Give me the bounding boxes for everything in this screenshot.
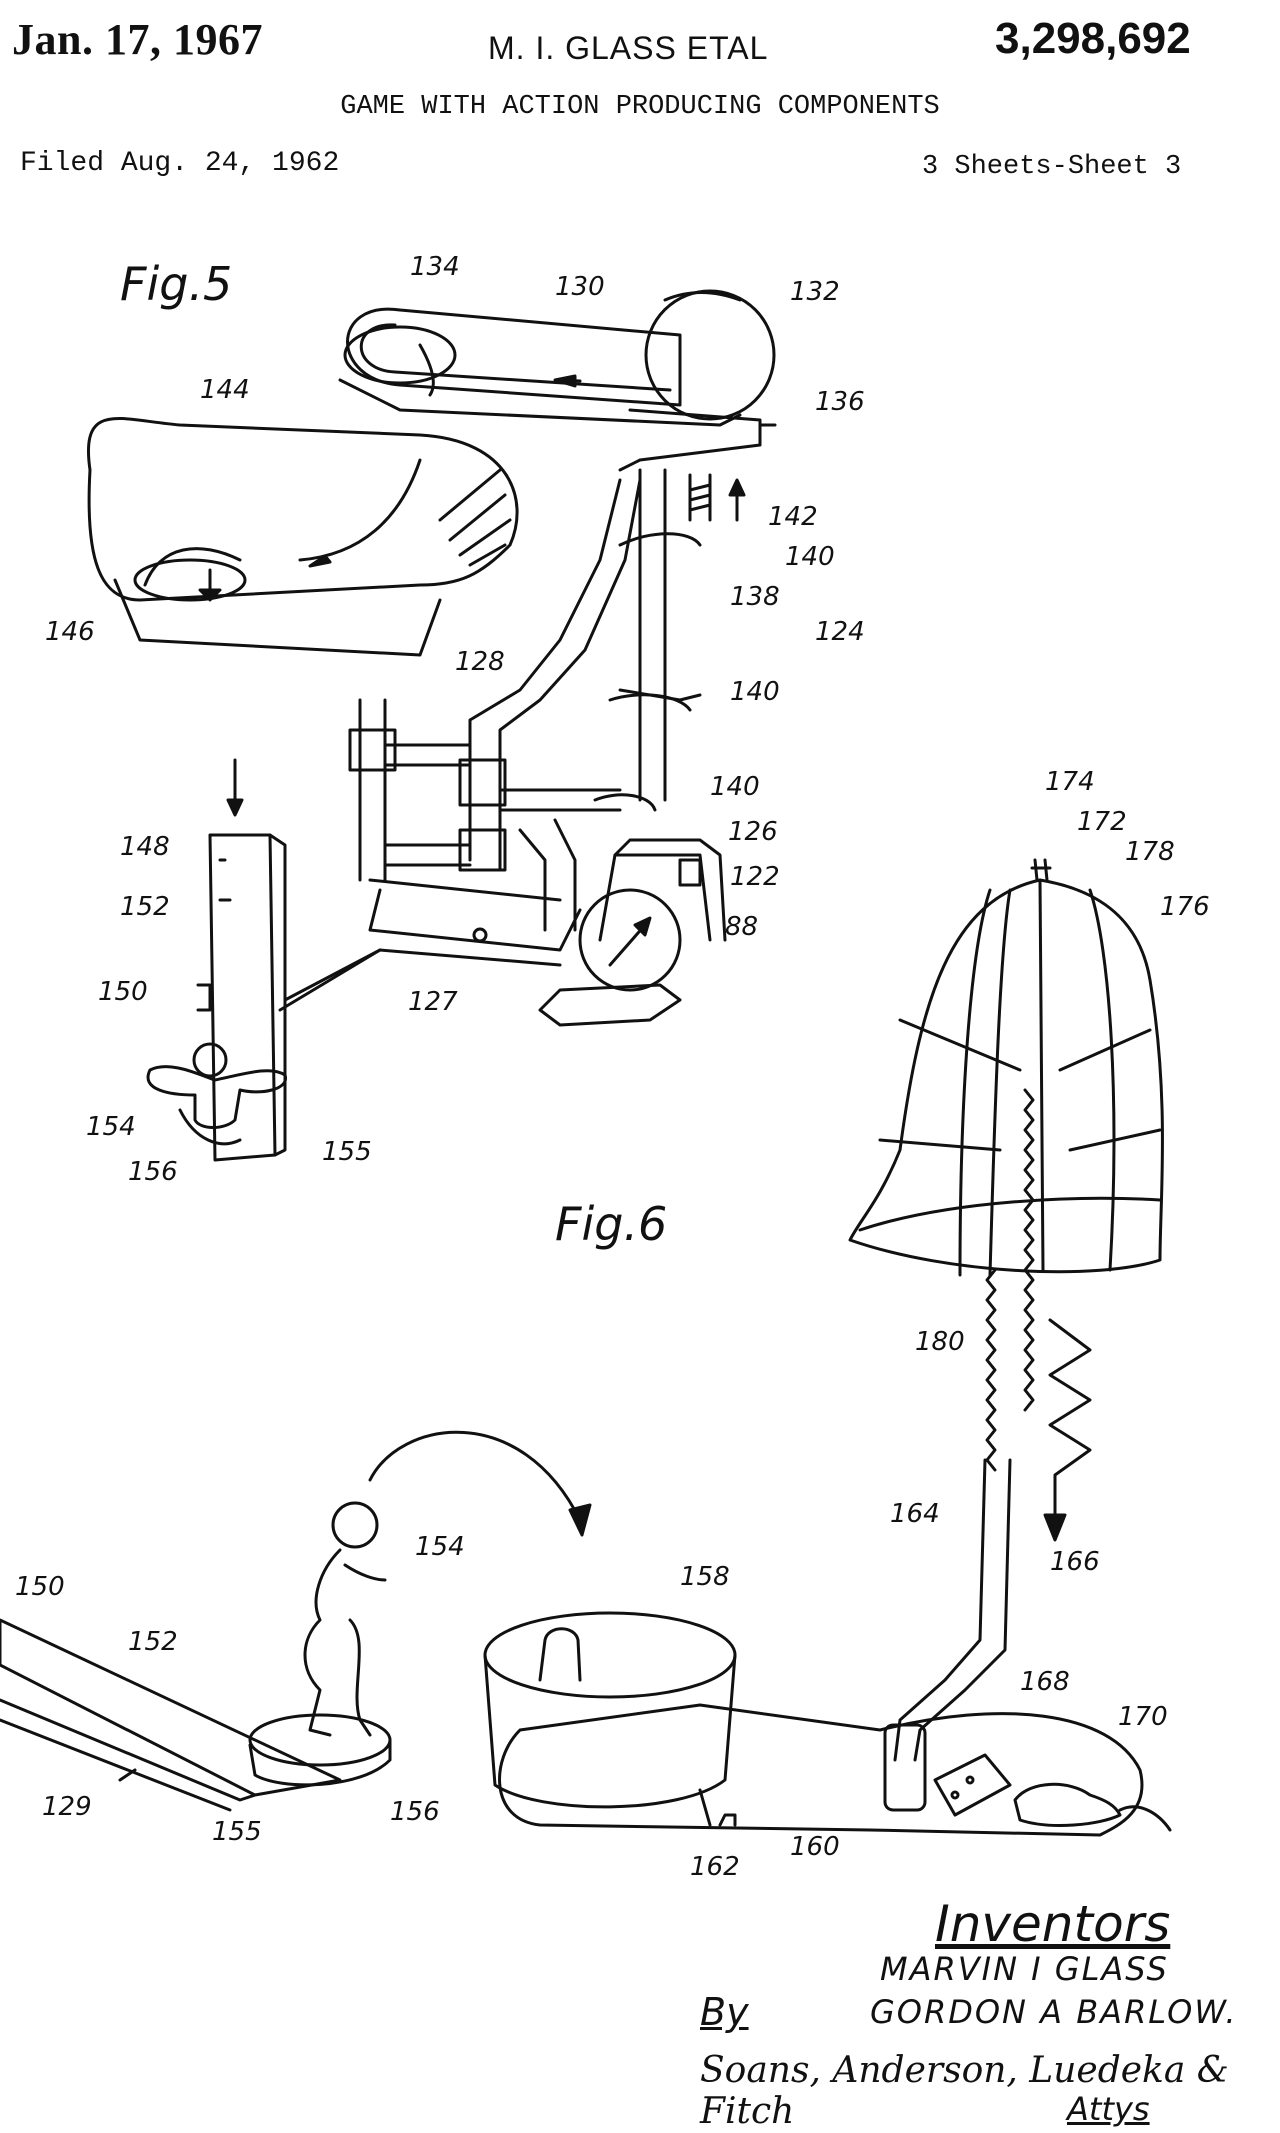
ref-numeral: 180 (915, 1327, 965, 1357)
ref-numeral: 158 (680, 1562, 730, 1592)
inventor-name-1: MARVIN I GLASS (880, 1950, 1169, 1988)
ref-numeral: 88 (725, 912, 758, 942)
spring-180 (1023, 1088, 1035, 1412)
ref-numeral: 146 (45, 617, 95, 647)
tub-158 (483, 1611, 737, 1699)
fig6-drawing (0, 858, 1172, 1837)
ref-numeral: 166 (1050, 1547, 1100, 1577)
ref-numeral: 148 (120, 832, 170, 862)
lever-148 (208, 833, 277, 1162)
ref-numeral: 136 (815, 387, 865, 417)
ref-numeral: 144 (200, 375, 250, 405)
ref-numeral: 164 (890, 1499, 940, 1529)
fig5-numerals: 134 130 132 136 144 142 140 138 124 146 … (45, 252, 865, 1187)
filed-date: Filed Aug. 24, 1962 (20, 148, 340, 179)
patent-title: GAME WITH ACTION PRODUCING COMPONENTS (340, 92, 940, 122)
diver-154 (331, 1501, 379, 1549)
inventor-name-2: GORDON A BARLOW. (870, 1993, 1238, 2031)
ref-numeral: 150 (98, 977, 148, 1007)
attorney-signature: Soans, Anderson, Luedeka & Fitch (700, 2050, 1229, 2132)
ref-numeral: 150 (15, 1572, 65, 1602)
fig5-drawing (87, 289, 777, 1162)
fig6-numerals: 174 172 178 176 180 164 166 154 150 152 … (15, 767, 1210, 1882)
ref-numeral: 152 (120, 892, 170, 922)
patent-date: Jan. 17, 1967 (12, 15, 263, 64)
ref-numeral: 127 (408, 987, 458, 1017)
track-loop-130 (346, 307, 682, 407)
cage-176 (848, 878, 1164, 1274)
ref-numeral: 142 (768, 502, 818, 532)
cheese-168 (933, 1753, 1012, 1817)
ref-numeral: 128 (455, 647, 505, 677)
ref-numeral: 134 (410, 252, 460, 282)
ball-132 (644, 289, 776, 421)
ref-numeral: 130 (555, 272, 605, 302)
ref-numeral: 140 (710, 772, 760, 802)
ref-numeral: 154 (86, 1112, 136, 1142)
acrobat-154 (192, 1042, 228, 1078)
fig5-label: Fig.5 (120, 257, 232, 311)
ref-numeral: 152 (128, 1627, 178, 1657)
rising-column-124 (638, 468, 667, 802)
ref-numeral: 126 (728, 817, 778, 847)
ref-numeral: 178 (1125, 837, 1175, 867)
ref-numeral: 176 (1160, 892, 1210, 922)
ref-numeral: 160 (790, 1832, 840, 1862)
ref-numeral: 168 (1020, 1667, 1070, 1697)
ref-numeral: 155 (212, 1817, 262, 1847)
ref-numeral: 122 (730, 862, 780, 892)
ref-numeral: 129 (42, 1792, 92, 1822)
patent-number: 3,298,692 (995, 14, 1191, 63)
ref-numeral: 156 (128, 1157, 178, 1187)
sheet-count: 3 Sheets-Sheet 3 (922, 152, 1182, 182)
tub-144 (87, 417, 519, 602)
by-label: By (700, 1990, 749, 2034)
ref-numeral: 124 (815, 617, 865, 647)
ref-numeral: 140 (730, 677, 780, 707)
ref-numeral: 138 (730, 582, 780, 612)
springboard-150 (0, 1618, 342, 1797)
fig6-label: Fig.6 (555, 1197, 667, 1251)
ref-numeral: 154 (415, 1532, 465, 1562)
ref-numeral: 174 (1045, 767, 1095, 797)
base-160 (498, 1703, 1144, 1837)
ref-numeral: 156 (390, 1797, 440, 1827)
inventors-title: Inventors (935, 1895, 1171, 1953)
ref-numeral: 170 (1118, 1702, 1168, 1732)
dial-88 (578, 888, 682, 992)
ref-numeral: 132 (790, 277, 840, 307)
ref-numeral: 172 (1077, 807, 1127, 837)
rod-164 (893, 1458, 1012, 1762)
pipe-network-128 (468, 478, 622, 862)
ref-numeral: 162 (690, 1852, 740, 1882)
ref-numeral: 155 (322, 1137, 372, 1167)
mouse-170 (1013, 1782, 1122, 1827)
attys-label: Attys (1067, 2090, 1150, 2128)
inventors-heading: M. I. GLASS ETAL (488, 30, 769, 66)
ref-numeral: 140 (785, 542, 835, 572)
